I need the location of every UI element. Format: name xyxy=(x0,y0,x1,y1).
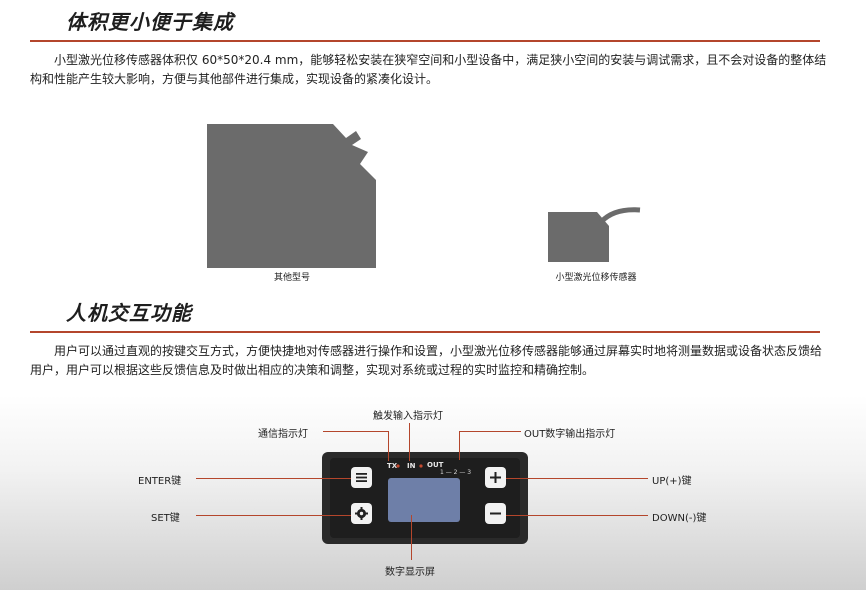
enter-key-label: ENTER键 xyxy=(138,476,182,487)
up-leader xyxy=(506,478,648,479)
left-caption: 其他型号 xyxy=(273,273,310,283)
out-channels-mark: 1 — 2 — 3 xyxy=(440,469,472,476)
out-leader-h xyxy=(459,431,521,432)
out-leader-v xyxy=(459,431,460,460)
compact-sensor-cable xyxy=(599,207,641,224)
out-mark: OUT xyxy=(427,461,444,469)
gear-icon xyxy=(355,507,368,520)
down-leader xyxy=(506,515,648,516)
trigger-input-label: 触发输入指示灯 xyxy=(373,411,443,422)
in-mark: IN xyxy=(407,462,416,470)
comm-indicator-label: 通信指示灯 xyxy=(258,429,308,440)
down-key-label: DOWN(-)键 xyxy=(652,513,707,524)
digital-display xyxy=(388,478,460,522)
comm-leader-h xyxy=(323,431,388,432)
set-key-label: SET键 xyxy=(151,513,180,524)
section-title-hmi: 人机交互功能 xyxy=(66,301,192,325)
section-divider xyxy=(30,40,820,42)
down-key[interactable] xyxy=(485,503,506,524)
set-key[interactable] xyxy=(351,503,372,524)
minus-icon xyxy=(490,512,501,515)
trigger-leader xyxy=(409,423,410,461)
tx-mark: TX xyxy=(387,462,398,470)
section-divider xyxy=(30,331,820,333)
set-leader xyxy=(196,515,351,516)
right-caption: 小型激光位移传感器 xyxy=(555,273,637,283)
display-leader xyxy=(411,515,412,560)
other-model-shape xyxy=(207,124,376,268)
section-paragraph-compact: 小型激光位移传感器体积仅 60*50*20.4 mm，能够轻松安装在狭窄空间和小… xyxy=(30,53,827,86)
menu-icon xyxy=(356,473,367,482)
display-label: 数字显示屏 xyxy=(385,567,435,578)
section-paragraph-hmi: 用户可以通过直观的按键交互方式，方便快捷地对传感器进行操作和设置，小型激光位移传… xyxy=(30,344,823,377)
compact-sensor-shape xyxy=(548,212,609,262)
out-indicator-label: OUT数字输出指示灯 xyxy=(524,429,616,440)
section-title-compact: 体积更小便于集成 xyxy=(66,10,234,34)
plus-icon xyxy=(490,472,501,483)
up-key[interactable] xyxy=(485,467,506,488)
comm-leader-v xyxy=(388,431,389,461)
up-key-label: UP(+)键 xyxy=(652,476,692,487)
enter-key[interactable] xyxy=(351,467,372,488)
enter-leader xyxy=(196,478,351,479)
